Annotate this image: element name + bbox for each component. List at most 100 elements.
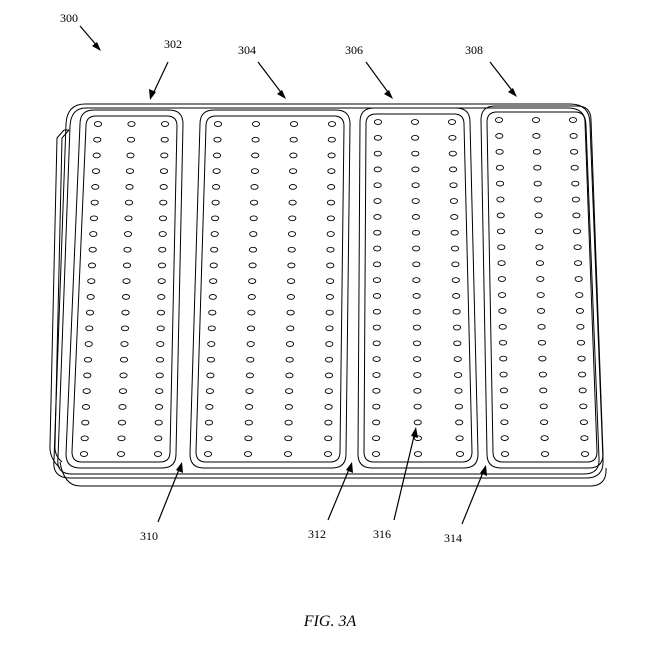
perforation-dot — [533, 149, 540, 154]
perforation-dot — [246, 373, 253, 378]
perforation-dot — [250, 216, 257, 221]
perforation-dot — [128, 122, 135, 127]
perforation-dot — [373, 309, 380, 314]
perforation-dot — [160, 169, 167, 174]
perforation-dot — [374, 246, 381, 251]
perforation-dot — [245, 420, 252, 425]
arrowhead-306 — [384, 90, 393, 99]
perforation-dot — [250, 232, 257, 237]
perforation-dot — [326, 295, 333, 300]
perforation-dot — [501, 404, 508, 409]
perforation-dot — [373, 436, 380, 441]
perforation-dot — [251, 169, 258, 174]
perforation-dot — [455, 373, 462, 378]
perforation-dot — [248, 295, 255, 300]
perforation-dot — [159, 216, 166, 221]
segment-inner-edge — [487, 112, 597, 462]
perforation-dot — [157, 342, 164, 347]
perforation-dot — [373, 325, 380, 330]
perforation-dot — [118, 436, 125, 441]
perforation-dot — [206, 405, 213, 410]
perforation-dot — [252, 137, 259, 142]
perforation-dot — [580, 420, 587, 425]
perforation-dot — [413, 278, 420, 283]
perforation-dot — [90, 216, 97, 221]
perforation-dot — [452, 262, 459, 267]
perforation-dot — [327, 232, 334, 237]
perforation-dot — [373, 420, 380, 425]
perforation-dot — [210, 279, 217, 284]
perforation-dot — [499, 293, 506, 298]
perforation-dot — [160, 200, 167, 205]
perforation-dot — [373, 278, 380, 283]
perforation-dot — [327, 263, 334, 268]
perforation-dot — [501, 436, 508, 441]
perforation-dot — [208, 326, 215, 331]
figure-caption: FIG. 3A — [303, 613, 357, 630]
perforation-dot — [573, 229, 580, 234]
perforation-dot — [373, 357, 380, 362]
perforation-dot — [573, 213, 580, 218]
perforation-dot — [328, 122, 335, 127]
segment-inner-edge — [364, 114, 472, 462]
leader-302 — [152, 62, 168, 96]
perforation-dot — [92, 185, 99, 190]
perforation-dot — [328, 137, 335, 142]
perforation-dot — [576, 293, 583, 298]
perforation-dot — [538, 309, 545, 314]
perforation-dot — [455, 388, 462, 393]
perforation-dot — [82, 405, 89, 410]
perforation-dot — [413, 325, 420, 330]
perforation-dot — [249, 279, 256, 284]
perforation-dot — [575, 261, 582, 266]
perforation-dot — [374, 135, 381, 140]
perforation-dot — [413, 309, 420, 314]
perforation-dot — [453, 325, 460, 330]
perforation-dot — [540, 404, 547, 409]
perforation-dot — [414, 420, 421, 425]
leader-316 — [394, 432, 415, 520]
perforation-dot — [541, 436, 548, 441]
perforation-dot — [288, 279, 295, 284]
perforation-dot — [414, 373, 421, 378]
perforation-dot — [248, 310, 255, 315]
perforation-dot — [252, 122, 259, 127]
perforation-dot — [574, 245, 581, 250]
perforation-dot — [413, 246, 420, 251]
perforation-dot — [541, 420, 548, 425]
perforation-dot — [208, 342, 215, 347]
perforation-dot — [455, 404, 462, 409]
perforation-dot — [286, 357, 293, 362]
arrowhead-316 — [411, 427, 418, 438]
perforation-dot — [287, 326, 294, 331]
perforation-dot — [571, 149, 578, 154]
perforation-dot — [159, 232, 166, 237]
perforation-dot — [579, 388, 586, 393]
perforation-dot — [210, 263, 217, 268]
segment-306 — [358, 108, 478, 468]
perforation-dot — [247, 357, 254, 362]
segment-inner-edge — [196, 116, 344, 462]
perforation-dot — [80, 452, 87, 457]
leader-304 — [258, 62, 283, 95]
perforation-dot — [156, 373, 163, 378]
perforation-dot — [414, 452, 421, 457]
perforation-dot — [328, 153, 335, 158]
perforation-dot — [537, 277, 544, 282]
perforation-dot — [412, 135, 419, 140]
perforation-dot — [244, 452, 251, 457]
perforation-dot — [449, 151, 456, 156]
perforation-dot — [374, 262, 381, 267]
perforation-dot — [374, 167, 381, 172]
segment-304 — [190, 110, 350, 468]
perforation-dot — [124, 247, 131, 252]
perforation-dot — [499, 309, 506, 314]
perforation-dot — [287, 295, 294, 300]
segment-302 — [66, 110, 183, 468]
perforation-dot — [532, 118, 539, 123]
perforation-dot — [451, 215, 458, 220]
perforation-dot — [214, 122, 221, 127]
perforation-dot — [213, 153, 220, 158]
perforation-dot — [451, 246, 458, 251]
perforation-dot — [285, 405, 292, 410]
